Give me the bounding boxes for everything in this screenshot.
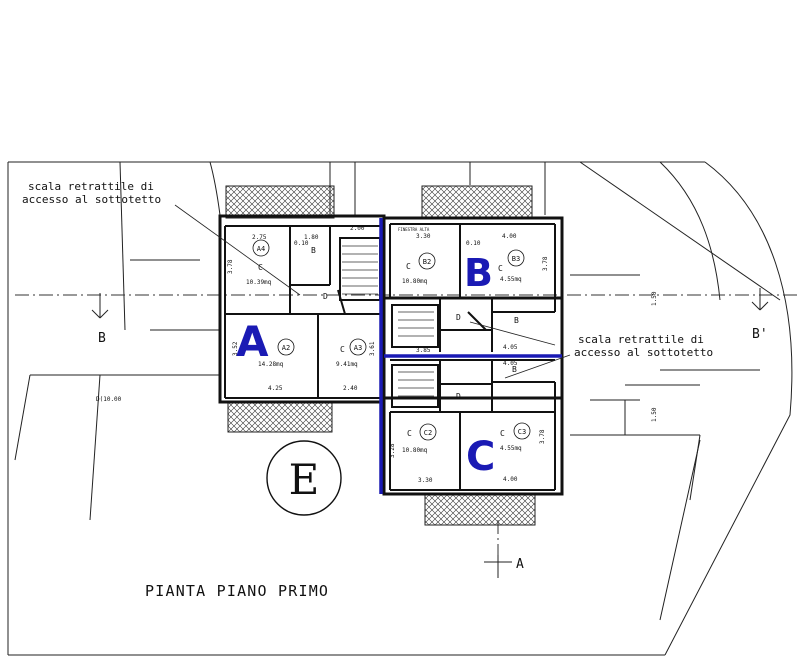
bath-label-b: B (514, 316, 519, 325)
svg-text:C2: C2 (424, 429, 432, 437)
section-label-b: B (98, 331, 106, 346)
section-line (15, 294, 800, 560)
section-arrow-b-left (91, 293, 109, 319)
svg-text:10.80mq: 10.80mq (402, 278, 428, 285)
svg-text:3.52: 3.52 (232, 341, 239, 356)
stair-note-left-line2: accesso al sottotetto (22, 193, 161, 206)
svg-text:3.61: 3.61 (369, 341, 376, 356)
unit-division-lines (379, 218, 562, 494)
svg-text:C: C (500, 429, 505, 438)
room-a4: A4 C 10.39mq (246, 239, 272, 286)
room-b2: B2 C 10.80mq (402, 252, 436, 285)
svg-text:0.10: 0.10 (466, 240, 481, 247)
svg-text:3.85: 3.85 (416, 347, 431, 354)
svg-text:1.50: 1.50 (651, 291, 658, 306)
svg-text:C: C (406, 262, 411, 271)
svg-text:9.41mq: 9.41mq (336, 361, 358, 368)
disimpegno-label-b: D (456, 313, 461, 322)
svg-text:4.55mq: 4.55mq (500, 445, 522, 452)
dimension-numbers: 2.75 1.80 2.00 3.30 4.00 4.25 2.40 3.85 … (227, 225, 658, 484)
unit-letter-b: B (464, 251, 493, 295)
building-walls (218, 214, 564, 496)
svg-text:0.10: 0.10 (294, 240, 309, 247)
svg-text:4.55mq: 4.55mq (500, 276, 522, 283)
svg-text:3.78: 3.78 (227, 259, 234, 274)
svg-text:4.00: 4.00 (502, 233, 517, 240)
svg-text:C: C (407, 429, 412, 438)
note-leaders (174, 204, 571, 379)
svg-text:2.40: 2.40 (343, 385, 358, 392)
room-c3: C3 C 4.55mq (500, 422, 531, 452)
svg-text:4.25: 4.25 (268, 385, 283, 392)
room-b3: B3 C 4.55mq (498, 249, 525, 283)
stair-note-right-line2: accesso al sottotetto (574, 346, 713, 359)
bath-label-c: B (512, 365, 517, 374)
svg-text:2.00: 2.00 (350, 225, 365, 232)
svg-text:B2: B2 (423, 258, 431, 266)
section-arrow-b-right (751, 288, 769, 311)
svg-text:A4: A4 (257, 245, 265, 253)
disimpegno-label-a: D (323, 292, 328, 301)
svg-text:10.80mq: 10.80mq (402, 447, 428, 454)
svg-text:1.80: 1.80 (304, 234, 319, 241)
room-a2: A2 14.28mq (258, 338, 295, 368)
svg-text:1.50: 1.50 (651, 407, 658, 422)
room-c2: C2 C 10.80mq (402, 423, 437, 454)
svg-text:3.30: 3.30 (418, 477, 433, 484)
bath-label-a: B (311, 246, 316, 255)
plan-title: PIANTA PIANO PRIMO (145, 582, 329, 600)
svg-text:C: C (258, 263, 263, 272)
level-label: E (289, 455, 320, 504)
stair-treads (342, 245, 434, 397)
svg-text:4.05: 4.05 (503, 344, 518, 351)
svg-text:FINESTRA ALTA: FINESTRA ALTA (398, 227, 430, 232)
svg-text:B3: B3 (512, 255, 520, 263)
section-label-b-prime: B' (752, 327, 768, 342)
svg-text:10.39mq: 10.39mq (246, 279, 272, 286)
svg-text:3.28: 3.28 (389, 443, 396, 458)
svg-text:4.05: 4.05 (503, 360, 518, 367)
svg-text:3.30: 3.30 (416, 233, 431, 240)
level-circle (266, 440, 342, 516)
disimpegno-label-c: D (456, 392, 461, 401)
svg-text:C: C (340, 345, 345, 354)
svg-text:14.28mq: 14.28mq (258, 361, 284, 368)
svg-text:C3: C3 (518, 428, 526, 436)
interior-walls (224, 223, 556, 491)
svg-text:4.00: 4.00 (503, 476, 518, 483)
svg-text:C: C (498, 264, 503, 273)
svg-text:A2: A2 (282, 344, 290, 352)
balconies (225, 185, 536, 526)
section-arrow-a (484, 555, 512, 578)
stair-note-right-line1: scala retrattile di (578, 333, 704, 346)
svg-text:3.78: 3.78 (539, 429, 546, 444)
stair-note-left-line1: scala retrattile di (28, 180, 154, 193)
unit-letter-c: C (466, 434, 495, 480)
dimension-label: D(10.00 (96, 396, 122, 403)
svg-text:2.75: 2.75 (252, 234, 267, 241)
svg-text:A3: A3 (354, 344, 362, 352)
svg-text:3.78: 3.78 (542, 256, 549, 271)
section-label-a: A (516, 557, 524, 572)
unit-letter-a: A (236, 317, 269, 366)
room-a3: A3 C 9.41mq (336, 338, 367, 368)
